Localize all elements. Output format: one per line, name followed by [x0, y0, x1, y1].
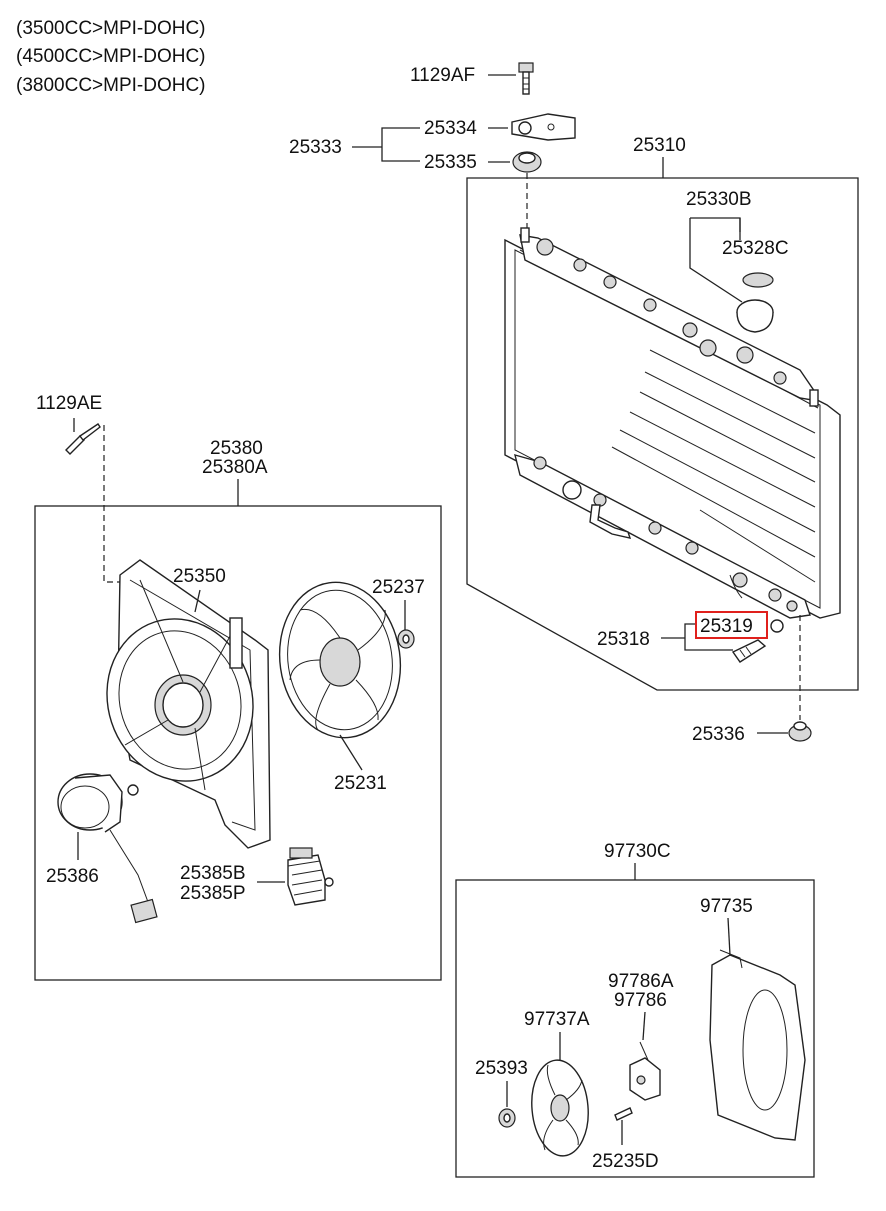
mount-25335-drawing	[512, 151, 542, 173]
nut-25237-drawing	[397, 629, 415, 649]
label-25310: 25310	[633, 135, 686, 156]
radiator-frame	[466, 177, 859, 691]
variant-2-text: (4500CC>MPI-DOHC)	[16, 46, 206, 67]
bolt-25235d-drawing	[614, 1107, 633, 1121]
label-1129af: 1129AF	[410, 65, 475, 86]
label-1129ae: 1129AE	[36, 393, 102, 414]
fan-97737a-drawing	[531, 1059, 589, 1157]
label-97730c: 97730C	[604, 841, 671, 862]
resistor-25385-drawing	[287, 847, 334, 906]
fan-25231-drawing	[278, 581, 402, 739]
radiator-drawing	[504, 227, 841, 619]
label-25385b: 25385B	[180, 863, 246, 884]
highlight-box-25319	[695, 611, 768, 639]
label-25385p: 25385P	[180, 883, 246, 904]
nut-25393-drawing	[498, 1108, 516, 1128]
motor-97786-drawing	[629, 1041, 661, 1101]
label-25237: 25237	[372, 577, 425, 598]
label-25393: 25393	[475, 1058, 528, 1079]
label-25336: 25336	[692, 724, 745, 745]
label-25231: 25231	[334, 773, 387, 794]
label-97786: 97786	[614, 990, 667, 1011]
label-97735: 97735	[700, 896, 753, 917]
bolt-1129ae-drawing	[65, 423, 101, 455]
label-25328c: 25328C	[722, 238, 789, 259]
label-97737a: 97737A	[524, 1009, 590, 1030]
label-97786a: 97786A	[608, 971, 674, 992]
label-25386: 25386	[46, 866, 99, 887]
mount-25336-drawing	[788, 721, 812, 742]
aux-fan-frame	[455, 879, 815, 1178]
cap-25328c-drawing	[736, 272, 774, 333]
label-25380: 25380	[210, 438, 263, 459]
bolt-1129af-drawing	[518, 62, 534, 95]
label-25318: 25318	[597, 629, 650, 650]
label-25380a: 25380A	[202, 457, 268, 478]
drain-plug-25319-drawing	[731, 619, 784, 663]
motor-25386-drawing	[57, 773, 158, 924]
label-25235d: 25235D	[592, 1151, 659, 1172]
fan-assy-frame	[34, 505, 442, 981]
label-25319: 25319	[700, 616, 753, 637]
label-25334: 25334	[424, 118, 477, 139]
variant-3-text: (3800CC>MPI-DOHC)	[16, 75, 206, 96]
label-25335: 25335	[424, 152, 477, 173]
variant-1-text: (3500CC>MPI-DOHC)	[16, 18, 206, 39]
label-25350: 25350	[173, 566, 226, 587]
bracket-25334-drawing	[511, 113, 576, 141]
shroud-25350-drawing	[106, 559, 271, 849]
label-25333: 25333	[289, 137, 342, 158]
shroud-97735-drawing	[709, 949, 806, 1141]
label-25330b: 25330B	[686, 189, 752, 210]
